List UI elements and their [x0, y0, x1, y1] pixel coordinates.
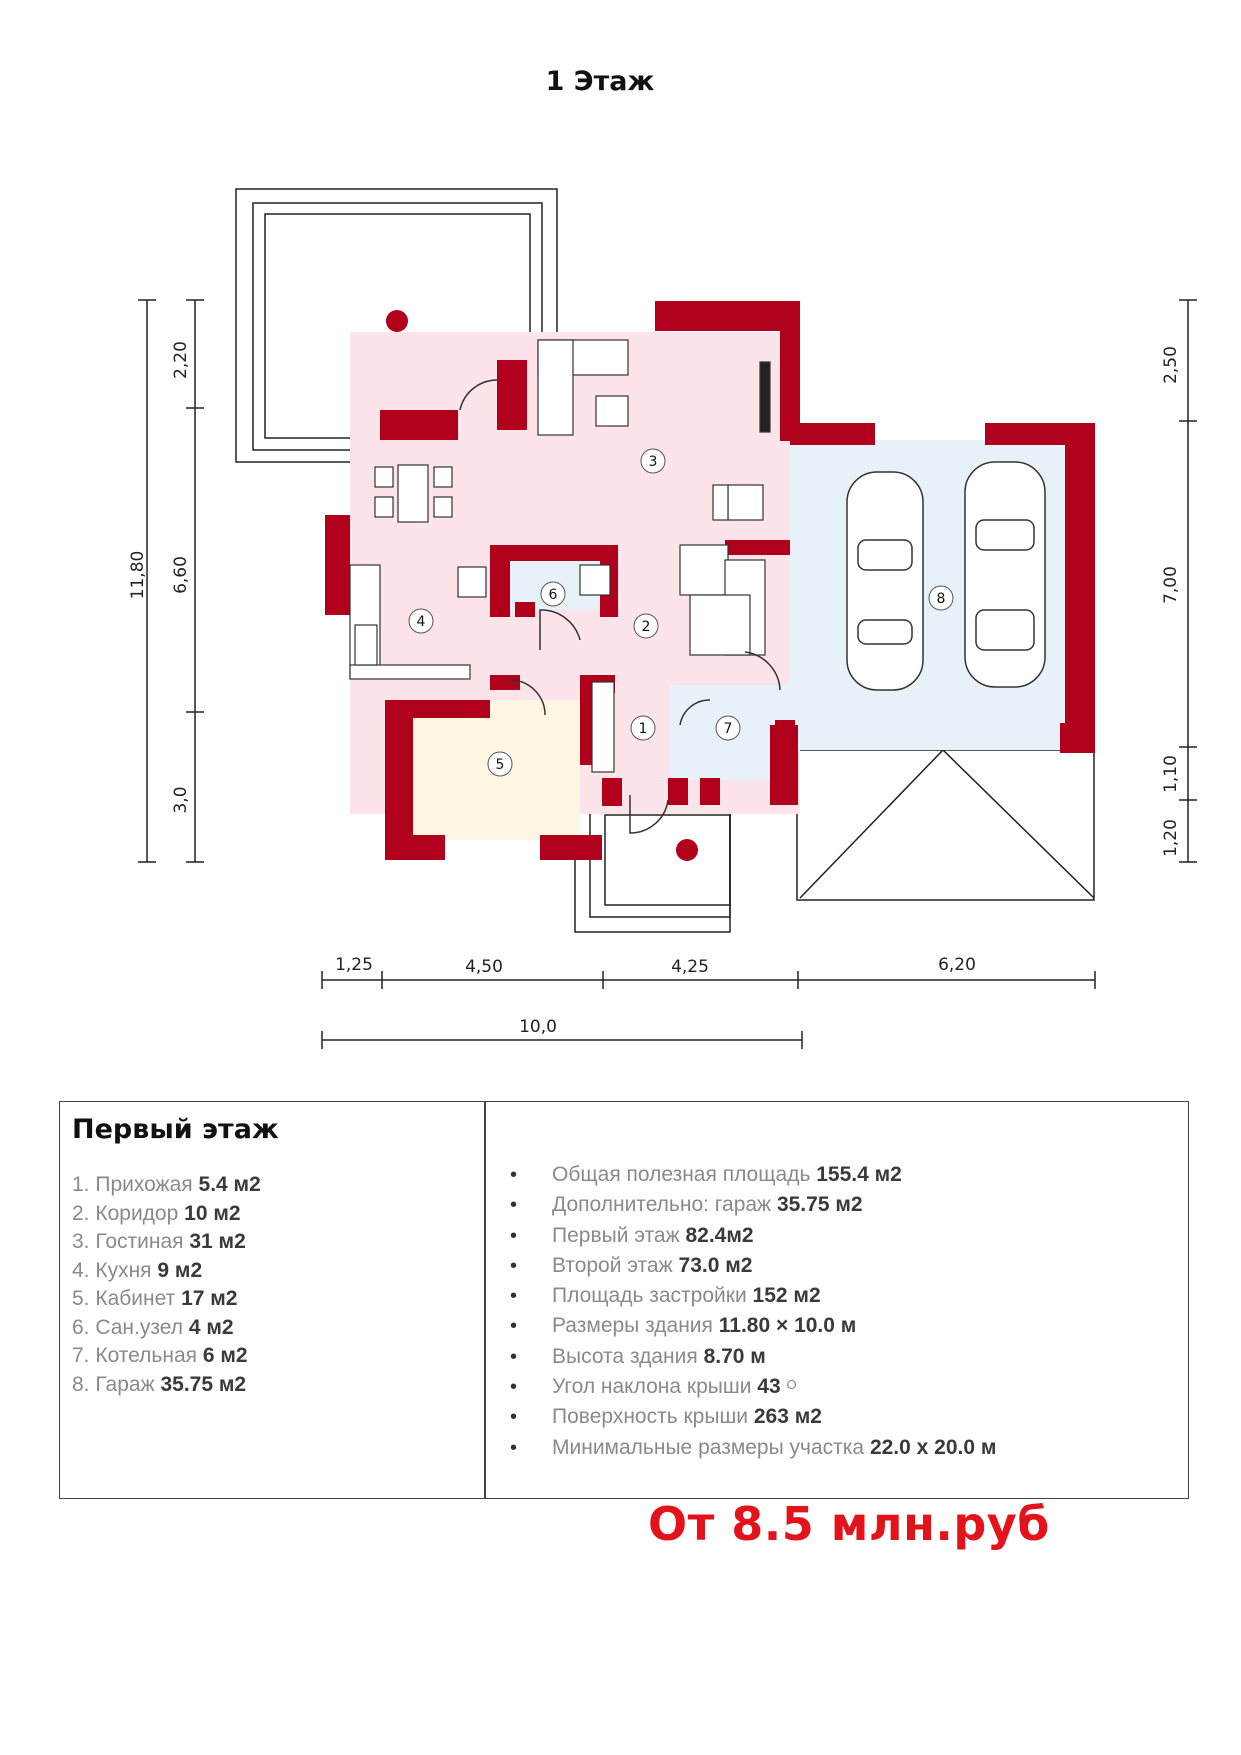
svg-text:4: 4	[417, 614, 426, 630]
dim-right-seg-1: 2,50	[1161, 346, 1181, 384]
column-icon	[386, 310, 408, 332]
fireplace	[759, 361, 771, 433]
dim-bottom-seg-3: 4,25	[671, 957, 709, 977]
car-left	[846, 471, 924, 691]
list-item: Поверхность крыши 263 м2	[504, 1402, 1164, 1433]
rooms-list: 1. Прихожая 5.4 м2 2. Коридор 10 м2 3. Г…	[72, 1171, 472, 1399]
list-item: Второй этаж 73.0 м2	[504, 1251, 1164, 1282]
stairs	[679, 544, 729, 596]
list-item: 1. Прихожая 5.4 м2	[72, 1173, 261, 1196]
walls	[325, 301, 1095, 860]
dim-left-seg-3: 3,0	[171, 786, 191, 813]
svg-text:5: 5	[496, 757, 505, 773]
list-item: 5. Кабинет 17 м2	[72, 1287, 238, 1310]
dim-bottom-total: 10,0	[519, 1017, 557, 1037]
dim-bottom-seg-2: 4,50	[465, 957, 503, 977]
dim-total-height: 11,80	[128, 551, 148, 600]
info-table: Первый этаж 1. Прихожая 5.4 м2 2. Коридо…	[59, 1101, 1189, 1499]
svg-text:1: 1	[639, 721, 648, 737]
table-divider	[484, 1102, 486, 1498]
list-item: Первый этаж 82.4м2	[504, 1221, 1164, 1252]
list-item: 2. Коридор 10 м2	[72, 1201, 241, 1225]
dimension-right	[1179, 299, 1197, 863]
degree-mark: О	[786, 1377, 797, 1393]
list-item: Дополнительно: гараж 35.75 м2	[504, 1190, 1164, 1221]
column-icon	[676, 839, 698, 861]
specs-list: Общая полезная площадь 155.4 м2 Дополнит…	[504, 1160, 1164, 1463]
doors	[459, 379, 781, 834]
svg-text:3: 3	[649, 454, 658, 470]
stove	[457, 566, 487, 598]
wardrobe	[591, 681, 615, 773]
list-item: 7. Котельная 6 м2	[72, 1344, 248, 1367]
dim-left-seg-1: 2,20	[171, 341, 191, 379]
driveway	[796, 748, 1095, 901]
list-item: Минимальные размеры участка 22.0 х 20.0 …	[504, 1433, 1164, 1464]
dim-right-seg-2: 7,00	[1161, 566, 1181, 604]
dim-bottom-seg-1: 1,25	[335, 955, 373, 975]
coffee-table	[595, 395, 629, 427]
svg-text:2: 2	[642, 619, 651, 635]
dim-left-seg-2: 6,60	[171, 556, 191, 594]
list-item: 6. Сан.узел 4 м2	[72, 1315, 234, 1339]
shower	[579, 564, 611, 596]
rooms-heading: Первый этаж	[72, 1114, 279, 1145]
dimension-bottom	[321, 971, 1096, 1049]
dining-table	[397, 464, 429, 523]
dim-right-seg-3: 1,10	[1161, 755, 1181, 793]
dimension-left	[138, 299, 204, 863]
svg-text:7: 7	[724, 721, 733, 737]
dim-bottom-seg-4: 6,20	[938, 955, 976, 975]
list-item: Размеры здания 11.80 × 10.0 м	[504, 1311, 1164, 1342]
list-item: Общая полезная площадь 155.4 м2	[504, 1160, 1164, 1191]
specs-column: Общая полезная площадь 155.4 м2 Дополнит…	[504, 1160, 1164, 1463]
list-item: Высота здания 8.70 м	[504, 1342, 1164, 1373]
price: От 8.5 млн.руб	[648, 1497, 1050, 1551]
room-markers: 1 2 3 4 5 6 7 8	[408, 448, 954, 777]
boiler-unit	[727, 484, 764, 521]
car-right	[964, 461, 1046, 688]
svg-text:6: 6	[549, 587, 558, 603]
sink	[354, 624, 378, 666]
list-item: 4. Кухня 9 м2	[72, 1258, 203, 1282]
list-item: 3. Гостиная 31 м2	[72, 1230, 246, 1253]
page-title: 1 Этаж	[545, 66, 655, 97]
list-item: 8. Гараж 35.75 м2	[72, 1372, 247, 1396]
furniture	[349, 339, 771, 773]
terrace-entrance	[574, 804, 731, 933]
floor-plan: 1 2 3 4 5 6 7 8 11,80 2,20 6,60 3,0	[128, 188, 1197, 1049]
dim-right-seg-4: 1,20	[1161, 819, 1181, 857]
svg-text:8: 8	[937, 591, 946, 607]
rooms-column: Первый этаж 1. Прихожая 5.4 м2 2. Коридо…	[72, 1114, 472, 1399]
list-item: Площадь застройки 152 м2	[504, 1281, 1164, 1312]
list-item: Угол наклона крыши 43 О	[504, 1372, 1164, 1403]
